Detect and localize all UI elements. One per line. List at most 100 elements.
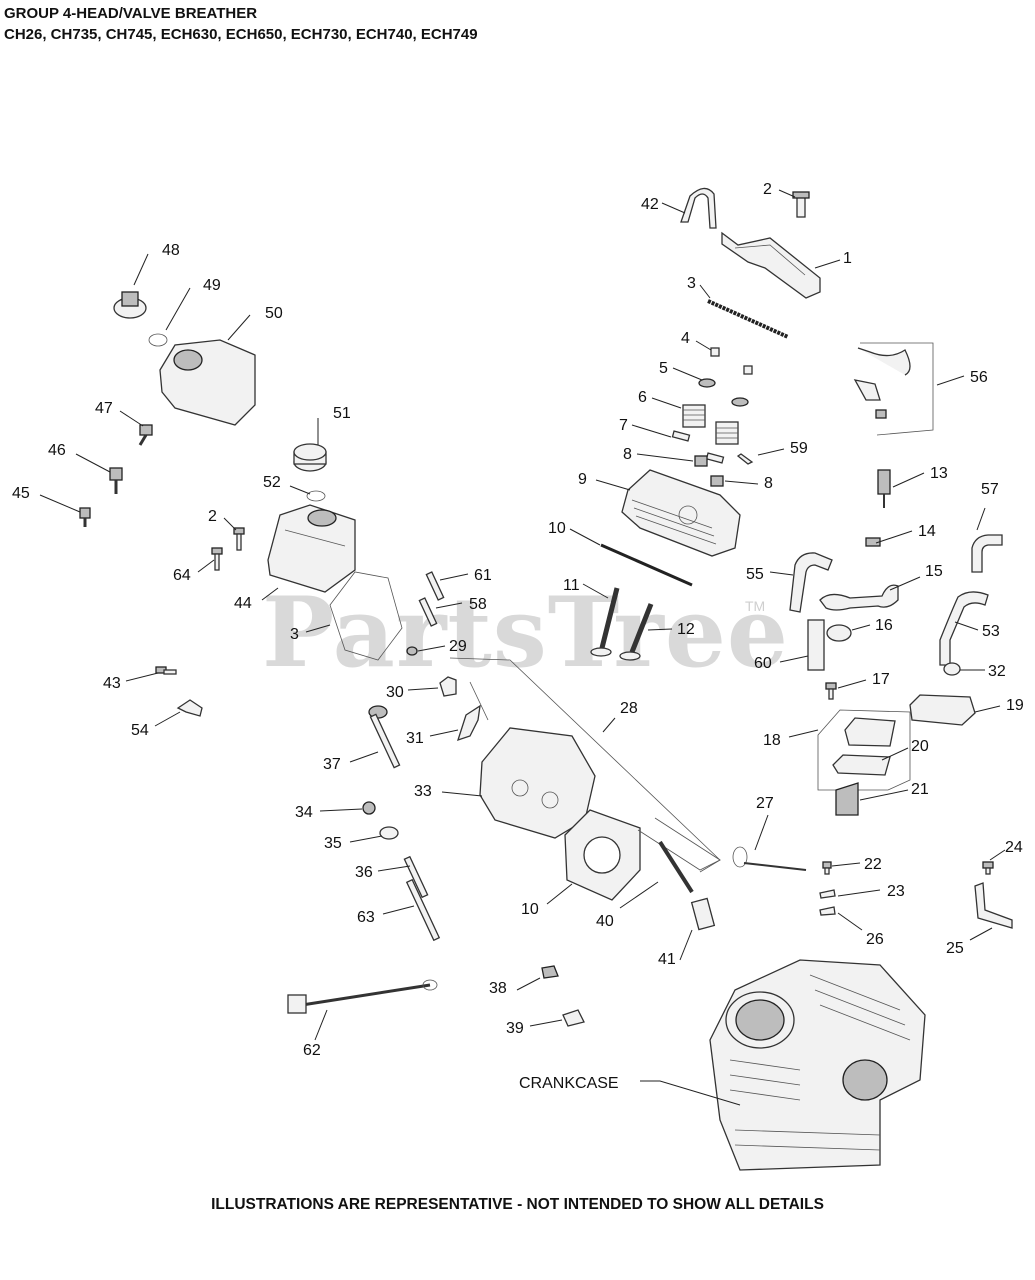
callout-20: 20	[911, 738, 929, 755]
callout-4: 4	[681, 330, 690, 347]
part-52-o-ring	[306, 490, 326, 502]
callout-50: 50	[265, 305, 283, 322]
part-8-seal	[694, 455, 708, 467]
part-37-head-bolt	[368, 705, 401, 769]
callout-54: 54	[131, 722, 149, 739]
part-22-screw	[822, 861, 832, 875]
callout-43: 43	[103, 675, 121, 692]
part-32-clamp	[943, 662, 961, 676]
callout-9: 9	[578, 471, 587, 488]
part-26-clip	[819, 906, 836, 916]
callout-57: 57	[981, 481, 999, 498]
part-53-hose	[939, 591, 989, 666]
callout-37: 37	[323, 756, 341, 773]
model-list: CH26, CH735, CH745, ECH630, ECH650, ECH7…	[4, 26, 478, 43]
part-42-bracket	[680, 187, 717, 229]
callout-14: 14	[918, 523, 936, 540]
part-17-screw	[825, 682, 837, 700]
part-54-bracket	[176, 699, 203, 717]
part-15-hose	[819, 584, 899, 611]
part-62-linkage-rod	[287, 979, 438, 1014]
callout-63: 63	[357, 909, 375, 926]
partstree-watermark: PartsTree	[262, 576, 789, 689]
callout-44: 44	[234, 595, 252, 612]
part-44-valve-cover	[267, 504, 356, 593]
callout-36: 36	[355, 864, 373, 881]
part-56-sensor-assembly	[853, 342, 934, 436]
part-16-clamp	[826, 624, 852, 642]
part-12-valve	[619, 603, 654, 661]
part-50-breather-housing	[159, 339, 256, 426]
part-57-hose	[971, 534, 1003, 573]
part-21-filter	[835, 782, 859, 816]
part-46-fitting	[109, 467, 123, 494]
part-27-dipstick	[732, 846, 807, 871]
part-58-screw	[418, 597, 438, 627]
part-18-breather-body	[844, 717, 896, 747]
part-3-gasket	[707, 299, 789, 339]
part-30-bracket	[439, 676, 457, 697]
callout-8: 8	[623, 446, 632, 463]
part-2-screw	[792, 191, 810, 218]
part-61-screw	[425, 571, 445, 601]
callout-7: 7	[619, 417, 628, 434]
part-63-stud	[405, 878, 441, 942]
callout-45: 45	[12, 485, 30, 502]
part-4-keeper	[710, 347, 720, 357]
part-64-screw	[211, 547, 223, 571]
callout-62: 62	[303, 1042, 321, 1059]
part-60-tube	[807, 619, 825, 671]
callout-26: 26	[866, 931, 884, 948]
callout-crankcase: CRANKCASE	[519, 1075, 619, 1092]
part-5-retainer	[698, 378, 716, 388]
callout-58: 58	[469, 596, 487, 613]
part-59-clip	[736, 453, 754, 465]
callout-49: 49	[203, 277, 221, 294]
callout-12: 12	[677, 621, 695, 638]
callout-61: 61	[474, 567, 492, 584]
part-23-washer	[819, 889, 836, 899]
callout-5: 5	[659, 360, 668, 377]
part-35-washer	[379, 826, 399, 840]
part-47-fitting	[138, 424, 153, 446]
part-36-stud	[403, 855, 429, 899]
part-29-nut	[406, 646, 418, 656]
part-40-pushrod	[658, 840, 694, 894]
callout-42: 42	[641, 196, 659, 213]
part-48-cap	[113, 291, 147, 319]
callout-16: 16	[875, 617, 893, 634]
callout-22: 22	[864, 856, 882, 873]
callout-11: 11	[563, 577, 580, 594]
callout-33: 33	[414, 783, 432, 800]
part-24-screw	[982, 861, 994, 875]
part-3-cover-gasket	[329, 571, 403, 661]
callout-15: 15	[925, 563, 943, 580]
callout-31: 31	[406, 730, 424, 747]
callout-28: 28	[620, 700, 638, 717]
callout-53: 53	[982, 623, 1000, 640]
callout-39: 39	[506, 1020, 524, 1037]
part-38-clip	[541, 965, 559, 979]
part-49-o-ring	[148, 333, 168, 347]
part-55-hose	[789, 552, 833, 613]
callout-48: 48	[162, 242, 180, 259]
callout-10b: 10	[521, 901, 539, 918]
part-11-valve	[590, 587, 620, 657]
part-19-breather-cover	[909, 694, 976, 726]
callout-46: 46	[48, 442, 66, 459]
disclaimer-note: ILLUSTRATIONS ARE REPRESENTATIVE - NOT I…	[211, 1196, 824, 1213]
callout-47: 47	[95, 400, 113, 417]
callout-35: 35	[324, 835, 342, 852]
part-34-nut	[362, 801, 376, 815]
part-10-pushrod-gasket	[600, 543, 693, 587]
callout-55: 55	[746, 566, 764, 583]
part-43-screw	[155, 666, 177, 675]
part-41-sleeve	[690, 897, 716, 931]
callout-64: 64	[173, 567, 191, 584]
part-13-sensor	[877, 469, 891, 508]
callout-56: 56	[970, 369, 988, 386]
part-51-oil-fill-cap	[293, 443, 327, 472]
callout-41: 41	[658, 951, 676, 968]
